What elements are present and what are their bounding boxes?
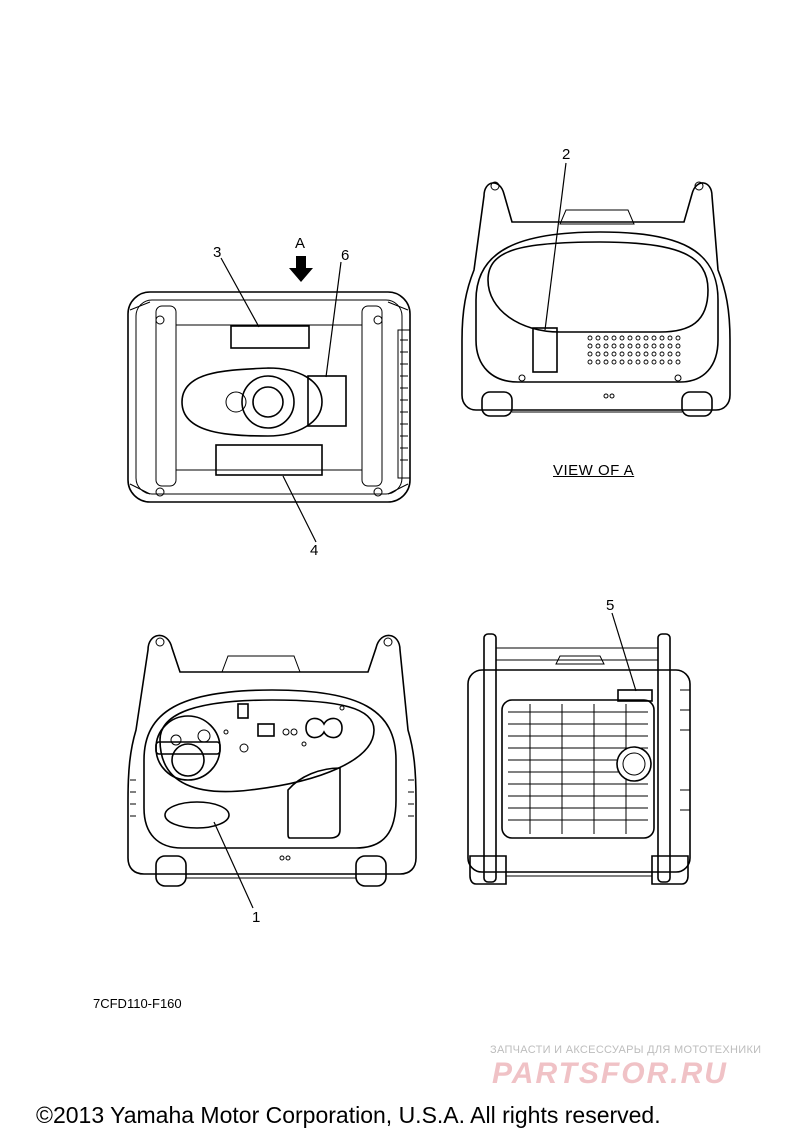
top-view: [127, 256, 411, 503]
vent-holes: [587, 335, 681, 365]
copyright-notice: ©2013 Yamaha Motor Corporation, U.S.A. A…: [36, 1102, 661, 1128]
arrow-a-label: A: [295, 235, 306, 252]
leader-lines: [213, 162, 637, 909]
callout-1: 1: [252, 909, 261, 926]
watermark-tagline: ЗАПЧАСТИ И АКСЕССУАРЫ ДЛЯ МОТОТЕХНИКИ: [490, 1044, 762, 1056]
view-of-a-label: VIEW OF A: [553, 462, 635, 479]
callout-4: 4: [310, 542, 319, 559]
grille-slats: [508, 704, 648, 834]
callout-2: 2: [562, 146, 571, 163]
control-panel-view: [127, 634, 417, 887]
drawing-code: 7CFD110-F160: [93, 996, 182, 1011]
watermark-logo: PARTSFOR.RU: [492, 1057, 728, 1090]
callout-3: 3: [213, 244, 222, 261]
callout-5: 5: [606, 597, 615, 614]
rear-view: [467, 633, 691, 885]
view-of-a: [461, 181, 731, 417]
callout-6: 6: [341, 247, 350, 264]
